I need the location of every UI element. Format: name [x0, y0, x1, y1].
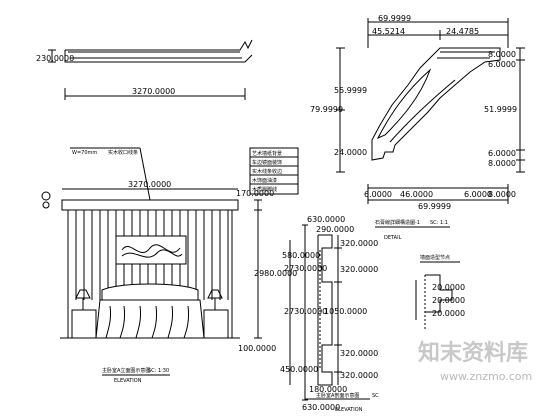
- elevation-scale: SC: 1:30: [148, 368, 169, 374]
- elevation-top-dim: 3270.0000: [128, 180, 171, 189]
- note-b: 车边镜面装饰: [252, 159, 282, 166]
- section-marker: [42, 201, 50, 209]
- lamp-left: [75, 289, 91, 299]
- crown-total-width: 69.9999: [378, 14, 411, 23]
- crown-detail: [336, 18, 525, 204]
- section-d7: 2730.0000: [284, 307, 327, 316]
- section-d2: 290.0000: [316, 225, 354, 234]
- detail-d2: 20.0000: [432, 296, 465, 305]
- section-d3: 320.0000: [340, 239, 378, 248]
- section-d12: 180.0000: [309, 385, 347, 394]
- crown-right-dim-b: 6.0000: [488, 60, 516, 69]
- crown-right-dim-e: 8.0000: [488, 159, 516, 168]
- section-d1: 630.0000: [307, 215, 345, 224]
- section-profile: [317, 234, 333, 386]
- crown-curve: [389, 79, 456, 143]
- note-e: 木质踢脚线: [252, 186, 277, 193]
- w-note-cn: 实木收口线条: [108, 149, 138, 156]
- art-ornament: [121, 244, 183, 258]
- bedroom-elevation: [41, 147, 299, 376]
- bedding-folds: [105, 305, 189, 339]
- small-detail: [415, 261, 460, 330]
- crown-right-dim-a: 8.0000: [488, 50, 516, 59]
- watermark-url: www.znzmo.com: [440, 370, 532, 383]
- leader-line: [139, 147, 151, 201]
- detail-profile: [425, 274, 453, 313]
- molding-outline: [64, 39, 253, 63]
- crown-curve: [376, 68, 432, 140]
- crown-bottom-total: 69.9999: [418, 202, 451, 211]
- headboard-art: [115, 235, 187, 265]
- watermark-cn: 知末资料库: [418, 340, 528, 366]
- section-scale: SC: [372, 393, 379, 399]
- crown-scale: SC: 1:1: [430, 220, 448, 226]
- section-d13: 630.0000: [302, 403, 340, 412]
- section-label: ELEVATION: [335, 407, 363, 413]
- detail-caption: 墙面造型节点: [420, 254, 450, 261]
- lamp-right: [207, 289, 223, 299]
- note-c: 实木线条收边: [252, 168, 282, 175]
- crown-right-dim-c: 51.9999: [484, 105, 517, 114]
- detail-d3: 20.0000: [432, 309, 465, 318]
- molding-height-label: 230.0000: [36, 54, 74, 63]
- section-d9: 320.0000: [340, 349, 378, 358]
- crown-bottom-b: 46.0000: [400, 190, 433, 199]
- crown-left-dim-c: 24.0000: [334, 148, 367, 157]
- nightstand-right: [203, 309, 229, 339]
- crown-bottom-c: 6.0000: [464, 190, 492, 199]
- elevation-height: 2980.0000: [254, 269, 297, 278]
- crown-bottom-d: 8.0000: [488, 190, 516, 199]
- note-a: 艺术墙纸背景: [252, 150, 282, 157]
- section-d11: 320.0000: [340, 371, 378, 380]
- note-d: 木饰面油漆: [252, 177, 277, 184]
- molding-width-label: 3270.0000: [132, 87, 175, 96]
- crown-right-dim-d: 6.0000: [488, 149, 516, 158]
- crown-left-dim-b: 79.9999: [310, 105, 343, 114]
- wall-section: [289, 224, 370, 401]
- crown-bottom-a: 6.0000: [364, 190, 392, 199]
- watermark-bg: [415, 330, 555, 385]
- elevation-caption: 主卧室A立面图示意图: [102, 367, 150, 374]
- crown-width-a: 45.5214: [372, 27, 405, 36]
- nightstand-left: [71, 309, 97, 339]
- section-d4: 580.0000: [282, 251, 320, 260]
- elevation-right-bottom: 100.0000: [238, 344, 276, 353]
- top-molding: [48, 39, 253, 100]
- elevation-right-top: 170.0000: [236, 189, 274, 198]
- section-d5: 2730.0000: [284, 264, 327, 273]
- headboard: [101, 283, 199, 300]
- crown-left-dim-a: 55.9999: [334, 86, 367, 95]
- section-caption: 主卧室A剖面示意图: [316, 392, 359, 399]
- detail-d1: 20.0000: [432, 283, 465, 292]
- crown-inner-line: [437, 51, 495, 59]
- w-note: W=70mm: [72, 150, 97, 156]
- crown-label: DETAIL: [384, 235, 402, 241]
- curtain-valance: [61, 199, 239, 211]
- notes-box: [249, 147, 299, 195]
- section-d8: 1050.0000: [324, 307, 367, 316]
- section-marker: [41, 191, 51, 201]
- crown-width-b: 24.4785: [446, 27, 479, 36]
- section-d10: 450.0000: [280, 365, 318, 374]
- elevation-label: ELEVATION: [114, 378, 142, 384]
- crown-caption: 石膏線詳細構造圖-1: [375, 219, 420, 226]
- section-d6: 320.0000: [340, 265, 378, 274]
- crown-profile: [371, 47, 501, 161]
